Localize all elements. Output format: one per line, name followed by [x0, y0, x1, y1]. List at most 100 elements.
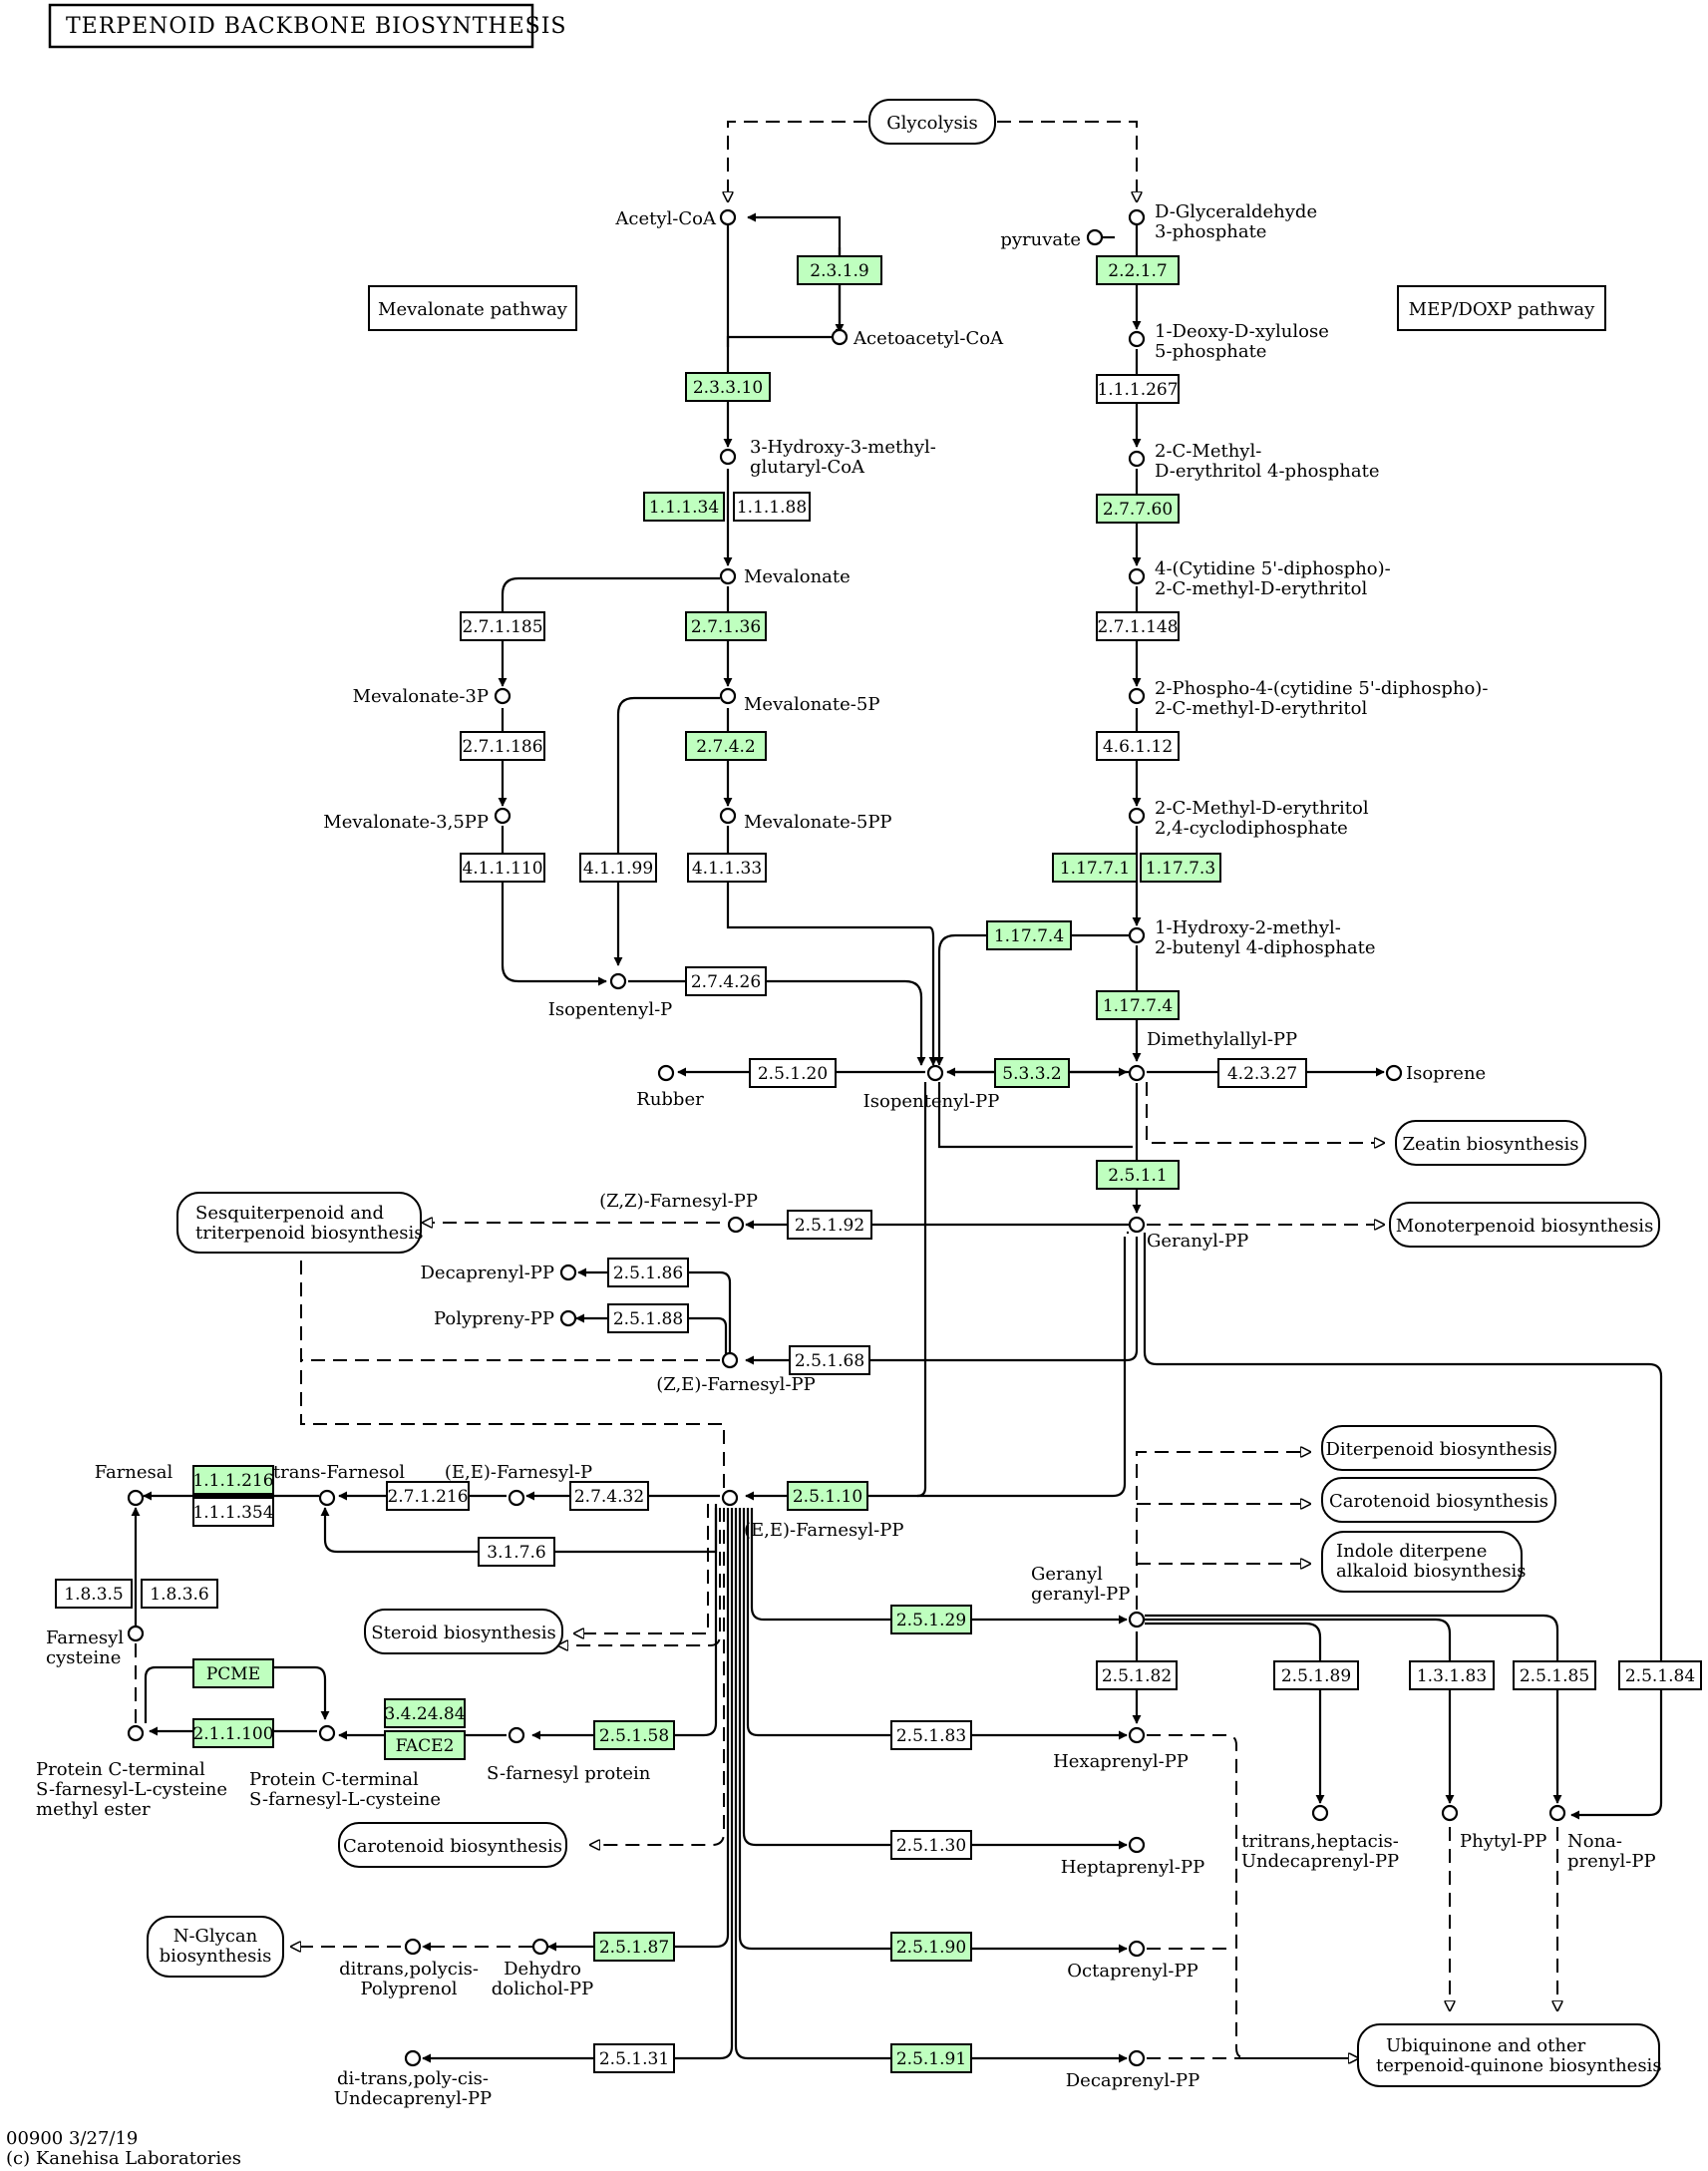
enzyme-box-2-5-1-1[interactable]: 2.5.1.1: [1096, 1160, 1180, 1190]
compound-node[interactable]: [719, 208, 737, 226]
enzyme-box-4-2-3-27[interactable]: 4.2.3.27: [1217, 1058, 1307, 1088]
compound-node[interactable]: [508, 1489, 525, 1507]
enzyme-box-4-6-1-12[interactable]: 4.6.1.12: [1096, 731, 1180, 761]
enzyme-box-1-17-7-4[interactable]: 1.17.7.4: [1096, 990, 1180, 1020]
compound-node[interactable]: [494, 807, 512, 825]
enzyme-box-2-7-7-60[interactable]: 2.7.7.60: [1096, 494, 1180, 524]
enzyme-box-1-1-1-354[interactable]: 1.1.1.354: [192, 1497, 274, 1527]
enzyme-box-2-5-1-87[interactable]: 2.5.1.87: [593, 1932, 675, 1962]
compound-node[interactable]: [1128, 1611, 1146, 1628]
enzyme-box-2-3-1-9[interactable]: 2.3.1.9: [797, 255, 882, 285]
enzyme-box-2-2-1-7[interactable]: 2.2.1.7: [1096, 255, 1180, 285]
pathway-glycolysis[interactable]: Glycolysis: [868, 99, 996, 145]
enzyme-box-2-5-1-86[interactable]: 2.5.1.86: [607, 1258, 689, 1287]
compound-node[interactable]: [1548, 1804, 1566, 1822]
enzyme-box-2-5-1-92[interactable]: 2.5.1.92: [787, 1210, 872, 1240]
compound-node[interactable]: [1086, 228, 1104, 246]
compound-node[interactable]: [494, 687, 512, 705]
enzyme-box-2-5-1-84[interactable]: 2.5.1.84: [1618, 1660, 1702, 1690]
enzyme-box-3-1-7-6[interactable]: 3.1.7.6: [478, 1537, 555, 1567]
enzyme-box-2-5-1-68[interactable]: 2.5.1.68: [789, 1345, 870, 1375]
pathway-nglycan[interactable]: N-Glycan biosynthesis: [147, 1916, 284, 1978]
enzyme-box-2-5-1-88[interactable]: 2.5.1.88: [607, 1303, 689, 1333]
compound-node[interactable]: [1128, 450, 1146, 468]
enzyme-box-2-5-1-31[interactable]: 2.5.1.31: [593, 2043, 675, 2073]
compound-node[interactable]: [721, 1489, 739, 1507]
enzyme-box-2-5-1-20[interactable]: 2.5.1.20: [749, 1058, 837, 1088]
compound-node[interactable]: [404, 1938, 422, 1956]
compound-node[interactable]: [318, 1724, 336, 1742]
compound-node[interactable]: [1128, 1064, 1146, 1082]
enzyme-box-1-1-1-88[interactable]: 1.1.1.88: [733, 492, 811, 522]
enzyme-box-2-7-1-185[interactable]: 2.7.1.185: [460, 611, 545, 641]
enzyme-box-2-5-1-29[interactable]: 2.5.1.29: [890, 1605, 972, 1634]
enzyme-box-2-7-4-26[interactable]: 2.7.4.26: [685, 966, 767, 996]
pathway-monoterpenoid[interactable]: Monoterpenoid biosynthesis: [1389, 1202, 1660, 1248]
compound-node[interactable]: [1128, 2049, 1146, 2067]
compound-node[interactable]: [531, 1938, 549, 1956]
enzyme-box-2-3-3-10[interactable]: 2.3.3.10: [685, 372, 771, 402]
compound-node[interactable]: [508, 1726, 525, 1744]
compound-node[interactable]: [719, 567, 737, 585]
enzyme-box-2-5-1-58[interactable]: 2.5.1.58: [593, 1720, 675, 1750]
compound-node[interactable]: [719, 448, 737, 466]
compound-node[interactable]: [1385, 1064, 1403, 1082]
enzyme-box-1-8-3-6[interactable]: 1.8.3.6: [141, 1579, 218, 1609]
enzyme-box-2-5-1-82[interactable]: 2.5.1.82: [1096, 1660, 1178, 1690]
compound-node[interactable]: [1128, 1940, 1146, 1958]
compound-node[interactable]: [1128, 807, 1146, 825]
compound-node[interactable]: [609, 972, 627, 990]
compound-node[interactable]: [1128, 1726, 1146, 1744]
enzyme-box-2-7-1-148[interactable]: 2.7.1.148: [1096, 611, 1180, 641]
pathway-carotenoid-right[interactable]: Carotenoid biosynthesis: [1321, 1477, 1556, 1523]
pathway-zeatin[interactable]: Zeatin biosynthesis: [1395, 1120, 1586, 1166]
compound-node[interactable]: [1128, 687, 1146, 705]
enzyme-box-2-7-4-32[interactable]: 2.7.4.32: [569, 1481, 649, 1511]
enzyme-box-2-7-1-36[interactable]: 2.7.1.36: [685, 611, 767, 641]
pathway-ubiquinone[interactable]: Ubiquinone and other terpenoid-quinone b…: [1357, 2023, 1662, 2087]
pathway-steroid[interactable]: Steroid biosynthesis: [364, 1609, 563, 1654]
compound-node[interactable]: [727, 1216, 745, 1234]
enzyme-box-2-7-4-2[interactable]: 2.7.4.2: [685, 731, 767, 761]
compound-node[interactable]: [831, 328, 849, 346]
enzyme-box-2-7-1-186[interactable]: 2.7.1.186: [460, 731, 545, 761]
compound-node[interactable]: [127, 1625, 145, 1642]
enzyme-box-4-1-1-33[interactable]: 4.1.1.33: [687, 853, 767, 883]
enzyme-box-1-8-3-5[interactable]: 1.8.3.5: [55, 1579, 133, 1609]
enzyme-box-2-5-1-10[interactable]: 2.5.1.10: [787, 1481, 868, 1511]
enzyme-box-2-5-1-89[interactable]: 2.5.1.89: [1273, 1660, 1359, 1690]
compound-node[interactable]: [719, 687, 737, 705]
enzyme-box-1-17-7-3[interactable]: 1.17.7.3: [1140, 853, 1221, 883]
enzyme-box-3-4-24-84[interactable]: 3.4.24.84: [384, 1698, 466, 1728]
enzyme-box-2-5-1-85[interactable]: 2.5.1.85: [1513, 1660, 1596, 1690]
compound-node[interactable]: [127, 1489, 145, 1507]
compound-node[interactable]: [404, 2049, 422, 2067]
enzyme-box-2-5-1-83[interactable]: 2.5.1.83: [890, 1720, 972, 1750]
enzyme-box-1-3-1-83[interactable]: 1.3.1.83: [1409, 1660, 1495, 1690]
compound-node[interactable]: [559, 1309, 577, 1327]
enzyme-box-2-5-1-30[interactable]: 2.5.1.30: [890, 1830, 972, 1860]
pathway-carotenoid-left[interactable]: Carotenoid biosynthesis: [338, 1822, 567, 1868]
enzyme-box-1-17-7-1[interactable]: 1.17.7.1: [1052, 853, 1138, 883]
compound-node[interactable]: [127, 1724, 145, 1742]
enzyme-box-5-3-3-2[interactable]: 5.3.3.2: [994, 1058, 1070, 1088]
enzyme-box-2-1-1-100[interactable]: 2.1.1.100: [192, 1718, 274, 1748]
compound-node[interactable]: [1128, 1216, 1146, 1234]
compound-node[interactable]: [1128, 208, 1146, 226]
enzyme-box-face2[interactable]: FACE2: [384, 1730, 466, 1760]
compound-node[interactable]: [657, 1064, 675, 1082]
compound-node[interactable]: [559, 1264, 577, 1281]
pathway-diterpenoid[interactable]: Diterpenoid biosynthesis: [1321, 1425, 1556, 1471]
enzyme-box-4-1-1-99[interactable]: 4.1.1.99: [579, 853, 657, 883]
compound-node[interactable]: [1128, 926, 1146, 944]
compound-node[interactable]: [719, 807, 737, 825]
compound-node[interactable]: [1128, 1836, 1146, 1854]
enzyme-box-2-5-1-91[interactable]: 2.5.1.91: [890, 2043, 972, 2073]
pathway-indole-diterpene[interactable]: Indole diterpene alkaloid biosynthesis: [1321, 1531, 1527, 1593]
enzyme-box-pcme[interactable]: PCME: [192, 1658, 274, 1688]
compound-node[interactable]: [721, 1351, 739, 1369]
enzyme-box-2-7-1-216[interactable]: 2.7.1.216: [386, 1481, 470, 1511]
compound-node[interactable]: [1128, 567, 1146, 585]
compound-node[interactable]: [926, 1064, 944, 1082]
compound-node[interactable]: [318, 1489, 336, 1507]
